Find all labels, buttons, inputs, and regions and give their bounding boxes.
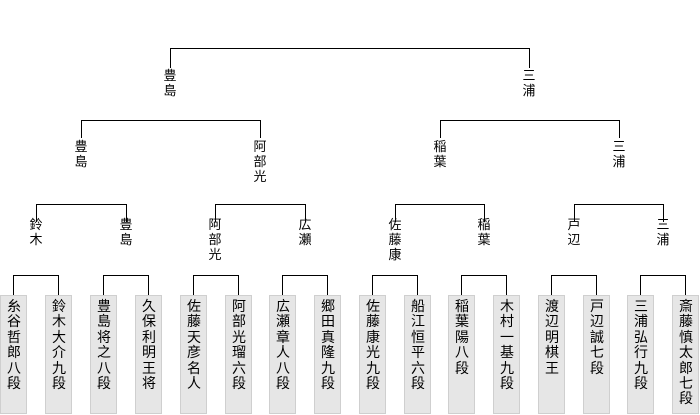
player-name: 三浦弘行九段 bbox=[634, 299, 648, 393]
player-name: 阿部光瑠六段 bbox=[232, 299, 246, 393]
semifinal-1-winner: 豊島 bbox=[74, 140, 88, 170]
player-name: 郷田真隆九段 bbox=[321, 299, 335, 393]
quarterfinal-5-winner: 佐藤康 bbox=[388, 218, 402, 263]
player-box: 鈴木大介九段 bbox=[45, 295, 72, 414]
player-box: 阿部光瑠六段 bbox=[225, 295, 252, 414]
player-box: 久保利明王将 bbox=[135, 295, 162, 414]
final-right-winner: 三浦 bbox=[522, 69, 536, 99]
player-box: 郷田真隆九段 bbox=[314, 295, 341, 414]
semifinal-4-winner: 三浦 bbox=[612, 140, 626, 170]
semifinal-3-winner: 稲葉 bbox=[433, 140, 447, 170]
player-name: 豊島将之八段 bbox=[97, 299, 111, 393]
player-box: 渡辺 明棋王 bbox=[538, 295, 573, 414]
quarterfinal-6-winner: 稲葉 bbox=[477, 218, 491, 248]
quarterfinal-1-winner: 鈴木 bbox=[29, 218, 43, 248]
quarterfinal-4-winner: 広瀬 bbox=[298, 218, 312, 248]
quarterfinal-7-winner: 戸辺 bbox=[567, 218, 581, 248]
player-name: 渡辺 明棋王 bbox=[545, 299, 573, 377]
quarterfinal-3-winner: 阿部光 bbox=[208, 218, 222, 263]
player-box: 稲葉 陽八段 bbox=[448, 295, 483, 414]
player-name: 鈴木大介九段 bbox=[52, 299, 66, 393]
player-box: 広瀬章人八段 bbox=[269, 295, 296, 414]
player-box: 佐藤康光九段 bbox=[359, 295, 386, 414]
player-name: 広瀬章人八段 bbox=[276, 299, 290, 393]
player-box: 佐藤天彦名人 bbox=[180, 295, 207, 414]
player-box: 斎藤慎太郎七段 bbox=[672, 295, 699, 414]
quarterfinal-8-winner: 三浦 bbox=[656, 218, 670, 248]
quarterfinal-2-winner: 豊島 bbox=[119, 218, 133, 248]
player-name: 佐藤天彦名人 bbox=[187, 299, 201, 393]
player-name: 戸辺 誠七段 bbox=[590, 299, 618, 377]
player-name: 木村一基九段 bbox=[500, 299, 514, 393]
player-box: 豊島将之八段 bbox=[90, 295, 117, 414]
final-left-winner: 豊島 bbox=[163, 69, 177, 99]
player-name: 稲葉 陽八段 bbox=[455, 299, 483, 377]
player-name: 糸谷哲郎八段 bbox=[7, 299, 21, 393]
player-name: 佐藤康光九段 bbox=[366, 299, 380, 393]
player-box: 三浦弘行九段 bbox=[627, 295, 654, 414]
player-box: 戸辺 誠七段 bbox=[583, 295, 618, 414]
player-box: 糸谷哲郎八段 bbox=[0, 295, 27, 414]
player-name: 船江恒平六段 bbox=[411, 299, 425, 393]
player-name: 久保利明王将 bbox=[142, 299, 156, 393]
player-box: 船江恒平六段 bbox=[404, 295, 431, 414]
player-name: 斎藤慎太郎七段 bbox=[679, 299, 693, 408]
semifinal-2-winner: 阿部光 bbox=[253, 140, 267, 185]
player-box: 木村一基九段 bbox=[493, 295, 520, 414]
